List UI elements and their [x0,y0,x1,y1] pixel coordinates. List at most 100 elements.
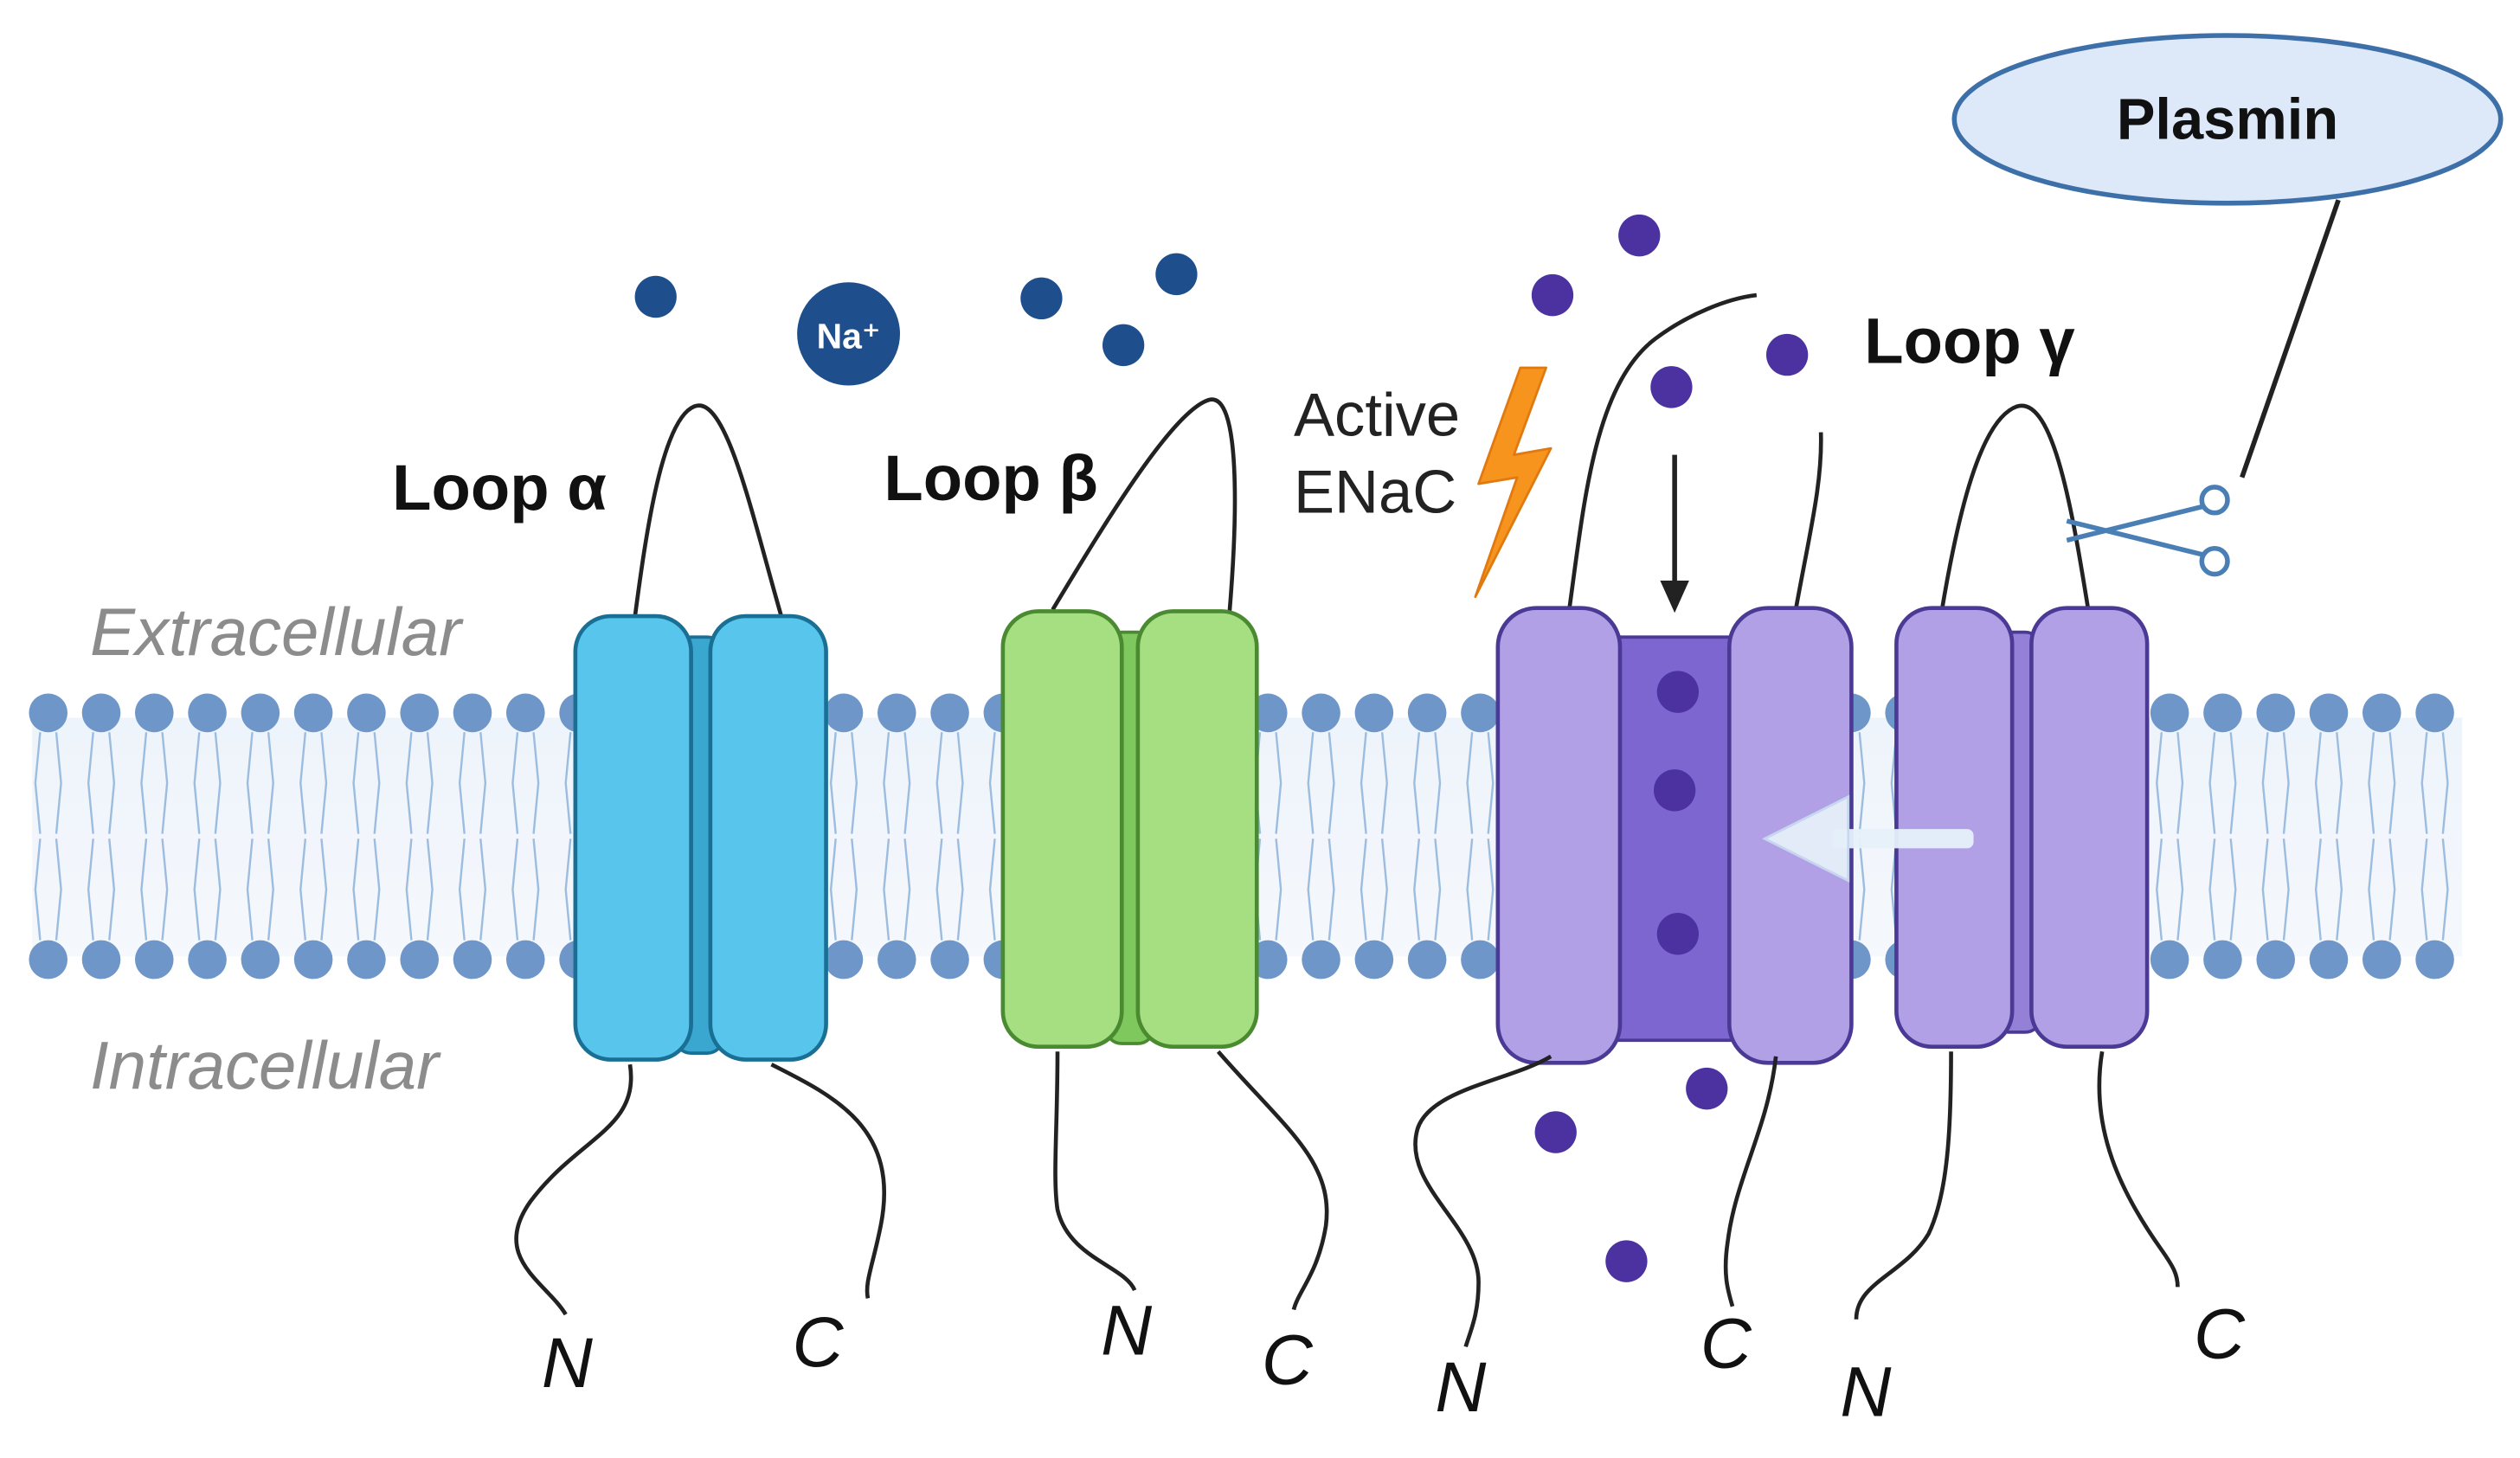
loop-alpha-label: Loop α [392,452,607,523]
gamma-helix-right [2029,606,2150,1050]
lipid-tail [161,838,169,941]
lipid-head [2415,940,2454,979]
lipid-head [400,940,439,979]
sodium-ion-icon [1654,769,1696,812]
lipid-head [135,940,174,979]
gamma-helix-left [1894,606,2015,1050]
lipid-head [347,940,386,979]
sodium-ion-icon [1102,324,1145,367]
lipid-tail [1275,732,1282,834]
gamma-c-tail [2097,1050,2180,1288]
lipid-tail [2388,838,2396,941]
loop-alpha-strand [633,403,785,622]
plasmin-protease: Plasmin [1951,33,2504,479]
lipid-head [1461,940,1500,979]
lipid-tail [267,838,274,941]
lipid-tail [426,838,434,941]
sodium-ion-icon [1766,333,1809,376]
lipid-tail [1307,732,1315,834]
sodium-ion-icon [1686,1067,1728,1110]
lipid-tail [193,732,201,834]
lipid-tail [299,732,307,834]
alpha-c-terminus: C [793,1303,845,1382]
lightning-bolt-icon [1474,366,1552,599]
lipid-tail [956,732,964,834]
lipid-tail [55,732,62,834]
lipid-tail [2156,732,2163,834]
lipid-head [347,693,386,733]
lipid-head [930,940,969,979]
lipid-tail [1360,732,1367,834]
lipid-head [29,693,68,733]
sodium-legend-icon: Na⁺ [797,282,900,386]
lipid-tail [405,838,413,941]
lipid-tail [2261,732,2269,834]
lipid-tail [988,838,996,941]
active-channel: N C [1413,292,1854,1427]
lipid-head [1354,940,1394,979]
gamma-n-tail [1854,1051,1953,1320]
lipid-head [188,693,227,733]
lipid-head [1407,940,1447,979]
lipid-tail [161,732,169,834]
lipid-tail [108,732,116,834]
lipid-head [2362,693,2401,733]
lipid-head [2415,693,2454,733]
lipid-tail [2388,732,2396,834]
lipid-tail [140,732,148,834]
lipid-tail [851,838,858,941]
lipid-tail [1466,838,1474,941]
cleaved-loop-right [1793,432,1823,613]
sodium-ion-icon [1650,366,1693,408]
lipid-tail [829,732,837,834]
lipid-tail [532,732,540,834]
lipid-tail [1360,838,1367,941]
sodium-ion-icon [1656,912,1699,955]
lipid-tail [2229,838,2237,941]
active-helix-left [1495,606,1623,1065]
lipid-tail [2176,838,2184,941]
lipid-head [188,940,227,979]
lipid-tail [2208,732,2216,834]
lipid-tail [2420,732,2428,834]
lipid-head [453,693,492,733]
lipid-tail [1413,732,1421,834]
sodium-ions-extracellular [634,253,1198,367]
intracellular-label: Intracellular [90,1027,441,1103]
lipid-tail [564,838,572,941]
arrow-down-icon [1660,454,1689,613]
lipid-tail [479,732,487,834]
lipid-tail [193,838,201,941]
lipid-tail [299,838,307,941]
lipid-tail [988,732,996,834]
gamma-n-terminus: N [1840,1352,1892,1431]
lipid-tail [87,732,94,834]
lipid-tail [956,838,964,941]
loop-gamma-strand [1939,403,2092,617]
alpha-n-tail [514,1063,633,1316]
lipid-tail [352,732,360,834]
lipid-tail [214,732,222,834]
lipid-head [2309,940,2349,979]
plasmin-label: Plasmin [2117,87,2338,151]
lipid-tail [246,732,254,834]
lipid-head [400,693,439,733]
lipid-head [2309,693,2349,733]
beta-c-terminus: C [1262,1320,1314,1399]
beta-helix-right [1135,609,1259,1050]
active-c-tail [1723,1056,1778,1307]
arrow-left-icon [1762,794,1974,883]
lipid-head [293,693,333,733]
loop-beta-strand [1051,397,1238,613]
lipid-tail [2314,732,2322,834]
lipid-tail [935,838,943,941]
lipid-tail [564,732,572,834]
lipid-tail [373,732,381,834]
lipid-tail [2441,732,2449,834]
lipid-head [930,693,969,733]
lipid-tail [2261,838,2269,941]
lipid-head [2150,940,2189,979]
lipid-tail [1487,732,1495,834]
lipid-tail [2282,838,2290,941]
